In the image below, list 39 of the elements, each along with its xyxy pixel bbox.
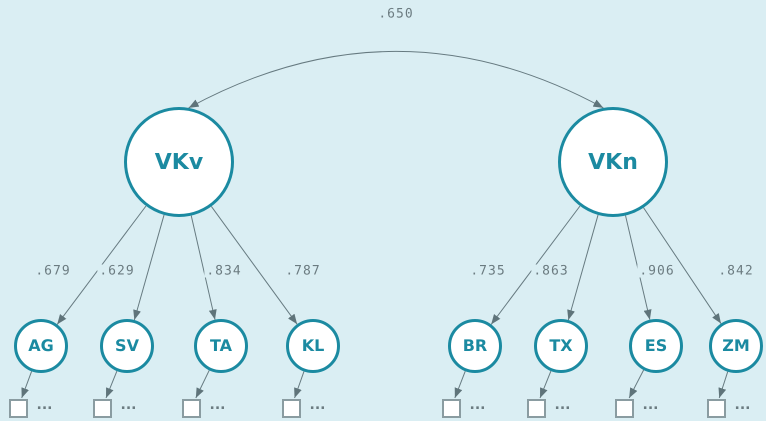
error-box xyxy=(706,398,726,418)
error-box xyxy=(614,398,634,418)
arrow xyxy=(625,215,652,320)
node-label: AG xyxy=(28,335,54,357)
ellipsis-text: ... xyxy=(554,398,570,412)
arrow xyxy=(106,370,118,398)
error-box xyxy=(92,398,112,418)
arrow xyxy=(454,370,466,398)
ellipsis-text: ... xyxy=(310,398,326,412)
arrow xyxy=(56,206,146,325)
ellipsis-text: ... xyxy=(642,398,658,412)
node-label: BR xyxy=(462,335,488,357)
arrow xyxy=(540,370,552,398)
arrow xyxy=(718,371,728,398)
arrow xyxy=(210,206,298,325)
ellipsis-text: ... xyxy=(120,398,136,412)
error-box xyxy=(8,398,28,418)
node-label: TA xyxy=(210,335,232,357)
node-label: VKv xyxy=(154,148,204,176)
arrow xyxy=(490,206,580,325)
error-box xyxy=(442,398,460,418)
node-label: SV xyxy=(115,335,139,357)
node-label: VKn xyxy=(588,148,638,176)
arrow xyxy=(190,215,217,320)
covariance-arrow xyxy=(188,50,604,108)
arrow xyxy=(21,370,32,398)
ellipsis-text: ... xyxy=(210,398,226,412)
error-box xyxy=(526,398,546,418)
arrow xyxy=(294,370,304,398)
node-label: TX xyxy=(549,335,573,357)
error-box xyxy=(282,398,300,418)
node-label: KL xyxy=(302,335,324,357)
ellipsis-text: ... xyxy=(734,398,750,412)
node-label: ES xyxy=(644,335,668,357)
error-box xyxy=(182,398,200,418)
ellipsis-text: ... xyxy=(470,398,486,412)
arrow xyxy=(643,207,722,324)
ellipsis-text: ... xyxy=(36,398,52,412)
node-label: ZM xyxy=(722,335,750,357)
